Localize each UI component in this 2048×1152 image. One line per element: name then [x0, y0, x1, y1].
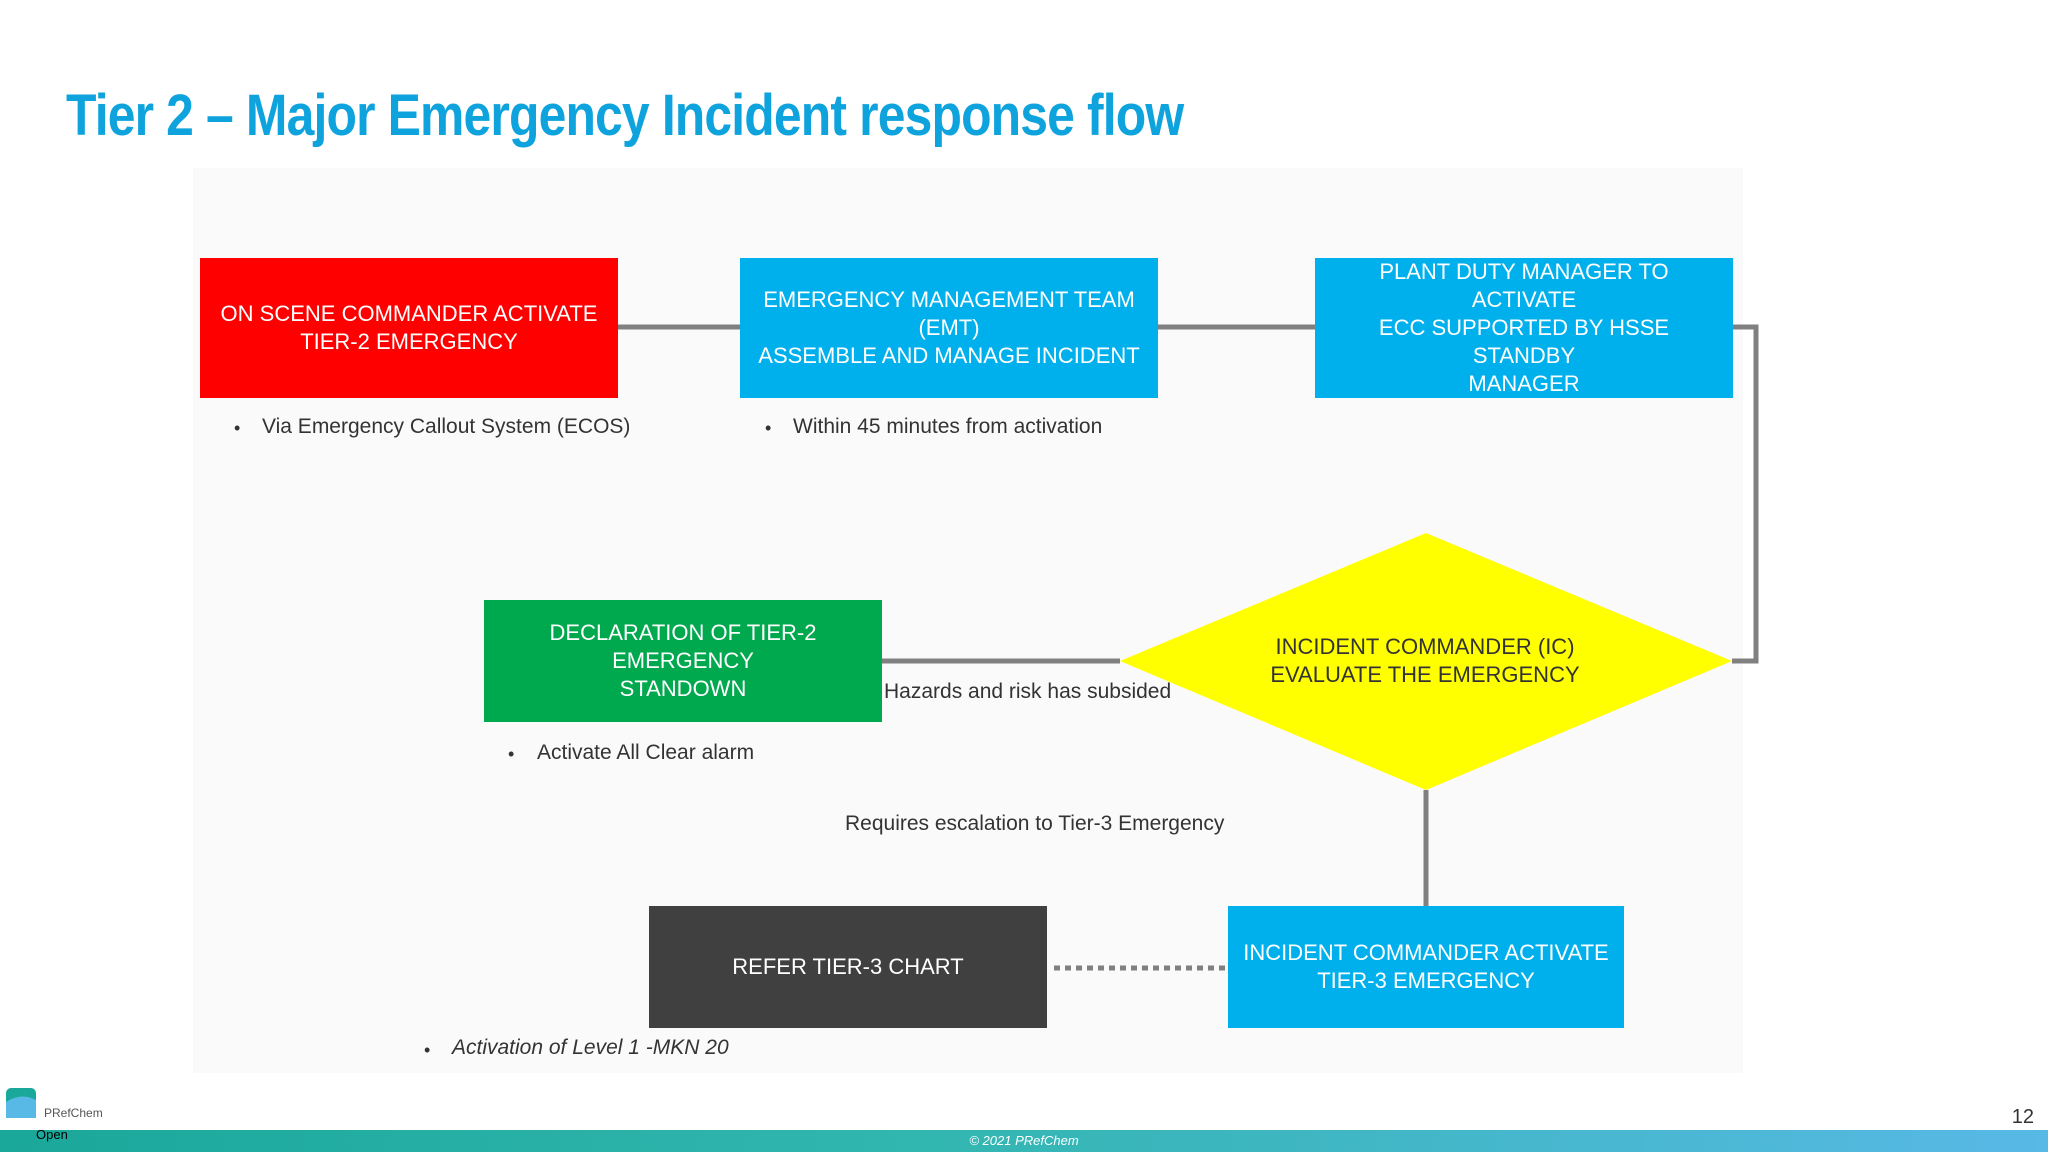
- note-all-clear: Activate All Clear alarm: [537, 741, 755, 764]
- box-on-scene-label: ON SCENE COMMANDER ACTIVATE TIER-2 EMERG…: [220, 301, 598, 354]
- bullet-ecos: •: [234, 418, 241, 438]
- note-level1: Activation of Level 1 -MKN 20: [452, 1036, 729, 1059]
- box-on-scene-commander: ON SCENE COMMANDER ACTIVATE TIER-2 EMERG…: [200, 258, 618, 398]
- box-refer-tier3-label: REFER TIER-3 CHART: [732, 954, 964, 979]
- box-plant-duty-label: PLANT DUTY MANAGER TO ACTIVATE ECC SUPPO…: [1378, 259, 1670, 396]
- box-emt-label: EMERGENCY MANAGEMENT TEAM (EMT) ASSEMBLE…: [758, 287, 1140, 368]
- box-plant-duty-manager: PLANT DUTY MANAGER TO ACTIVATE ECC SUPPO…: [1315, 258, 1733, 398]
- diamond-shape: [1120, 533, 1732, 790]
- box-emt-assemble: EMERGENCY MANAGEMENT TEAM (EMT) ASSEMBLE…: [740, 258, 1158, 398]
- box-standown-label: DECLARATION OF TIER-2 EMERGENCY STANDOWN: [549, 620, 817, 701]
- diamond-ic-evaluate-label: INCIDENT COMMANDER (IC) EVALUATE THE EME…: [1270, 634, 1580, 687]
- connector-plant-diamond: [1732, 324, 1759, 664]
- note-within-45: Within 45 minutes from activation: [793, 415, 1103, 438]
- box-refer-tier3: REFER TIER-3 CHART: [649, 906, 1047, 1028]
- note-ecos: Via Emergency Callout System (ECOS): [262, 415, 631, 438]
- prefchem-logo-icon: [6, 1088, 36, 1118]
- page-number: 12: [2011, 1106, 2034, 1128]
- classification-label: Open: [36, 1127, 68, 1142]
- box-standown: DECLARATION OF TIER-2 EMERGENCY STANDOWN: [484, 600, 882, 722]
- label-requires-escalation: Requires escalation to Tier-3 Emergency: [845, 812, 1225, 835]
- copyright: © 2021 PRefChem: [969, 1133, 1079, 1148]
- page-title: Tier 2 – Major Emergency Incident respon…: [66, 83, 1184, 148]
- box-ic-activate-tier3: INCIDENT COMMANDER ACTIVATE TIER-3 EMERG…: [1228, 906, 1624, 1028]
- bullet-all-clear: •: [508, 744, 515, 764]
- label-hazards-subsided: Hazards and risk has subsided: [884, 680, 1172, 703]
- bullet-level1: •: [424, 1040, 431, 1060]
- logo-text: PRefChem: [44, 1106, 103, 1120]
- box-ic-activate-tier3-label: INCIDENT COMMANDER ACTIVATE TIER-3 EMERG…: [1243, 940, 1609, 993]
- footer-bar: [0, 1130, 2048, 1152]
- bullet-within-45: •: [765, 418, 772, 438]
